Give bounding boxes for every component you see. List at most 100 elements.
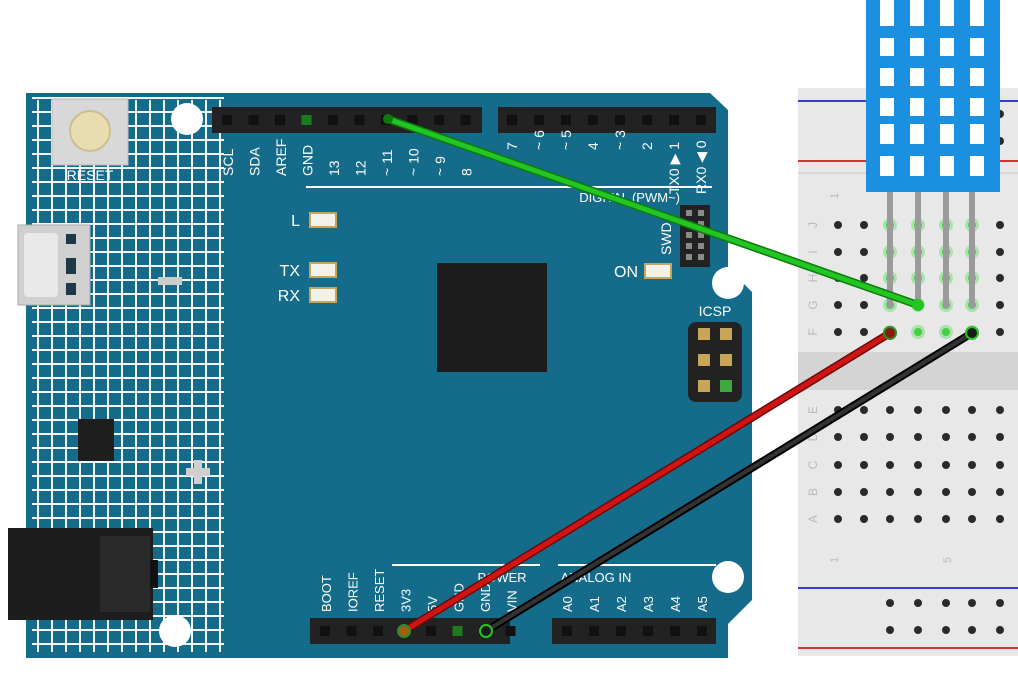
breadboard-hole — [968, 461, 976, 469]
breadboard-hole — [860, 488, 868, 496]
breadboard-hole — [860, 461, 868, 469]
breadboard-hole — [834, 461, 842, 469]
breadboard-hole — [942, 515, 950, 523]
header-pin — [452, 626, 463, 636]
sensor-slot — [940, 0, 954, 26]
sensor-slot — [940, 68, 954, 86]
breadboard-hole — [942, 488, 950, 496]
row-letter: H — [806, 274, 820, 283]
swd-pin — [686, 232, 692, 238]
header-pin — [588, 115, 598, 125]
pin-label: IOREF — [346, 572, 361, 612]
header-pin — [643, 626, 653, 636]
icsp-label: ICSP — [699, 303, 732, 319]
swd-pin — [698, 243, 704, 249]
row-letter: I — [806, 250, 820, 253]
arduino-board: RESET L TX RX ON — [8, 93, 752, 658]
pin-label: GND — [478, 583, 493, 612]
pin-label: RX0 ◀ 0 — [693, 140, 709, 194]
row-letter: A — [806, 515, 820, 523]
swd-pin — [698, 254, 704, 260]
rail-hole — [942, 599, 950, 607]
breadboard-hole — [968, 406, 976, 414]
breadboard-hole — [834, 433, 842, 441]
breadboard-hole — [968, 488, 976, 496]
header-pin — [505, 626, 516, 636]
sensor-slot — [910, 124, 924, 144]
pin-label: ~ 10 — [406, 148, 422, 176]
sensor-slot — [910, 156, 924, 176]
bb-col-1-top: 1 — [829, 193, 841, 199]
breadboard-hole — [860, 301, 868, 309]
swd-label: SWD — [658, 222, 674, 255]
header-pin — [320, 626, 330, 636]
pin-label: GND — [300, 145, 316, 176]
pin-label: ~ 9 — [432, 156, 448, 176]
breadboard-hole — [914, 406, 922, 414]
breadboard-hole — [886, 515, 894, 523]
header-pin — [354, 115, 365, 125]
breadboard-hole — [942, 328, 950, 336]
header-pin — [346, 626, 357, 636]
sensor-slot — [880, 98, 894, 116]
breadboard-hole — [886, 488, 894, 496]
sensor-slot — [880, 38, 894, 56]
icsp-pin — [698, 354, 710, 366]
chip-small — [78, 419, 114, 461]
breadboard-hole — [860, 221, 868, 229]
breadboard-hole — [996, 461, 1004, 469]
pin-label: 4 — [585, 142, 601, 150]
pin-label: 12 — [353, 160, 369, 176]
sensor-slot — [940, 98, 954, 116]
mount-hole — [159, 615, 191, 647]
pin-label: A5 — [695, 596, 710, 612]
rail-hole — [914, 626, 922, 634]
breadboard-hole — [834, 515, 842, 523]
rail-hole — [914, 599, 922, 607]
pin-label: A0 — [560, 596, 575, 612]
pin-label: ~ 6 — [531, 130, 547, 150]
reset-label: RESET — [67, 167, 114, 183]
row-letter: F — [806, 328, 820, 335]
wire-end — [479, 624, 493, 638]
led-rx-label: RX — [278, 288, 301, 305]
sensor-leg — [887, 190, 893, 308]
header-pin — [670, 626, 680, 636]
breadboard-hole — [996, 274, 1004, 282]
swd-header — [680, 205, 710, 267]
led-l-label: L — [291, 213, 300, 230]
sensor-slot — [940, 156, 954, 176]
swd-pin — [686, 243, 692, 249]
sensor-slot — [970, 68, 984, 86]
sensor-slot — [970, 38, 984, 56]
led-on — [644, 263, 672, 279]
header-pin — [507, 115, 517, 125]
row-letter: B — [806, 488, 820, 496]
header-pin — [373, 626, 383, 636]
pin-label: A3 — [641, 596, 656, 612]
pin-label: ~ 5 — [558, 130, 574, 150]
header-pin — [407, 115, 418, 125]
dht-sensor — [866, 0, 1000, 308]
led-tx — [309, 262, 337, 278]
led-on-label: ON — [614, 264, 638, 281]
dc-power-jack — [8, 528, 158, 620]
reset-button[interactable] — [51, 98, 129, 166]
rail-hole — [886, 626, 894, 634]
icsp-pin — [698, 380, 710, 392]
signal-wire — [384, 115, 922, 309]
icsp-header — [688, 322, 742, 402]
usb-c-connector — [17, 224, 91, 306]
breadboard-hole — [914, 433, 922, 441]
led-l — [309, 212, 337, 228]
breadboard-hole — [968, 433, 976, 441]
swd-pin — [698, 232, 704, 238]
breadboard-hole — [834, 301, 842, 309]
mount-hole — [712, 267, 744, 299]
breadboard-hole — [886, 406, 894, 414]
pin-label: A4 — [668, 596, 683, 612]
pin-label: AREF — [273, 139, 289, 176]
breadboard-hole — [968, 515, 976, 523]
ground-wire — [482, 329, 976, 635]
